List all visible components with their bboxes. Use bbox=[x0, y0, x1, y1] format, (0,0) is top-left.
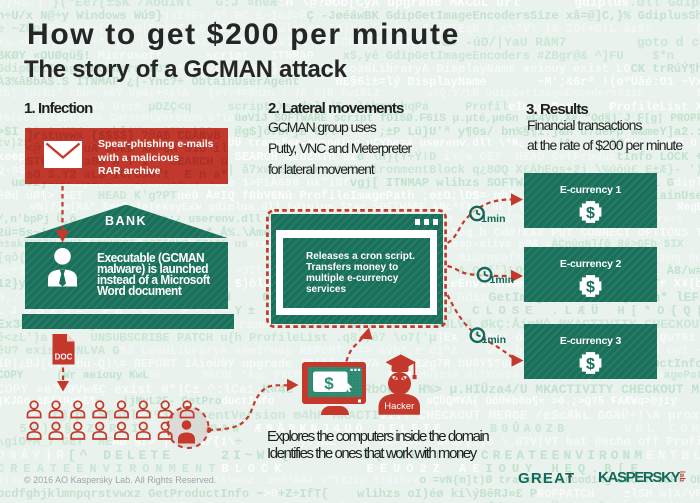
svg-text:$: $ bbox=[586, 279, 595, 296]
svg-text:$: $ bbox=[324, 374, 334, 393]
svg-text:$: $ bbox=[586, 205, 595, 222]
svg-text:DOC: DOC bbox=[55, 353, 73, 362]
svg-text:$: $ bbox=[586, 356, 595, 373]
